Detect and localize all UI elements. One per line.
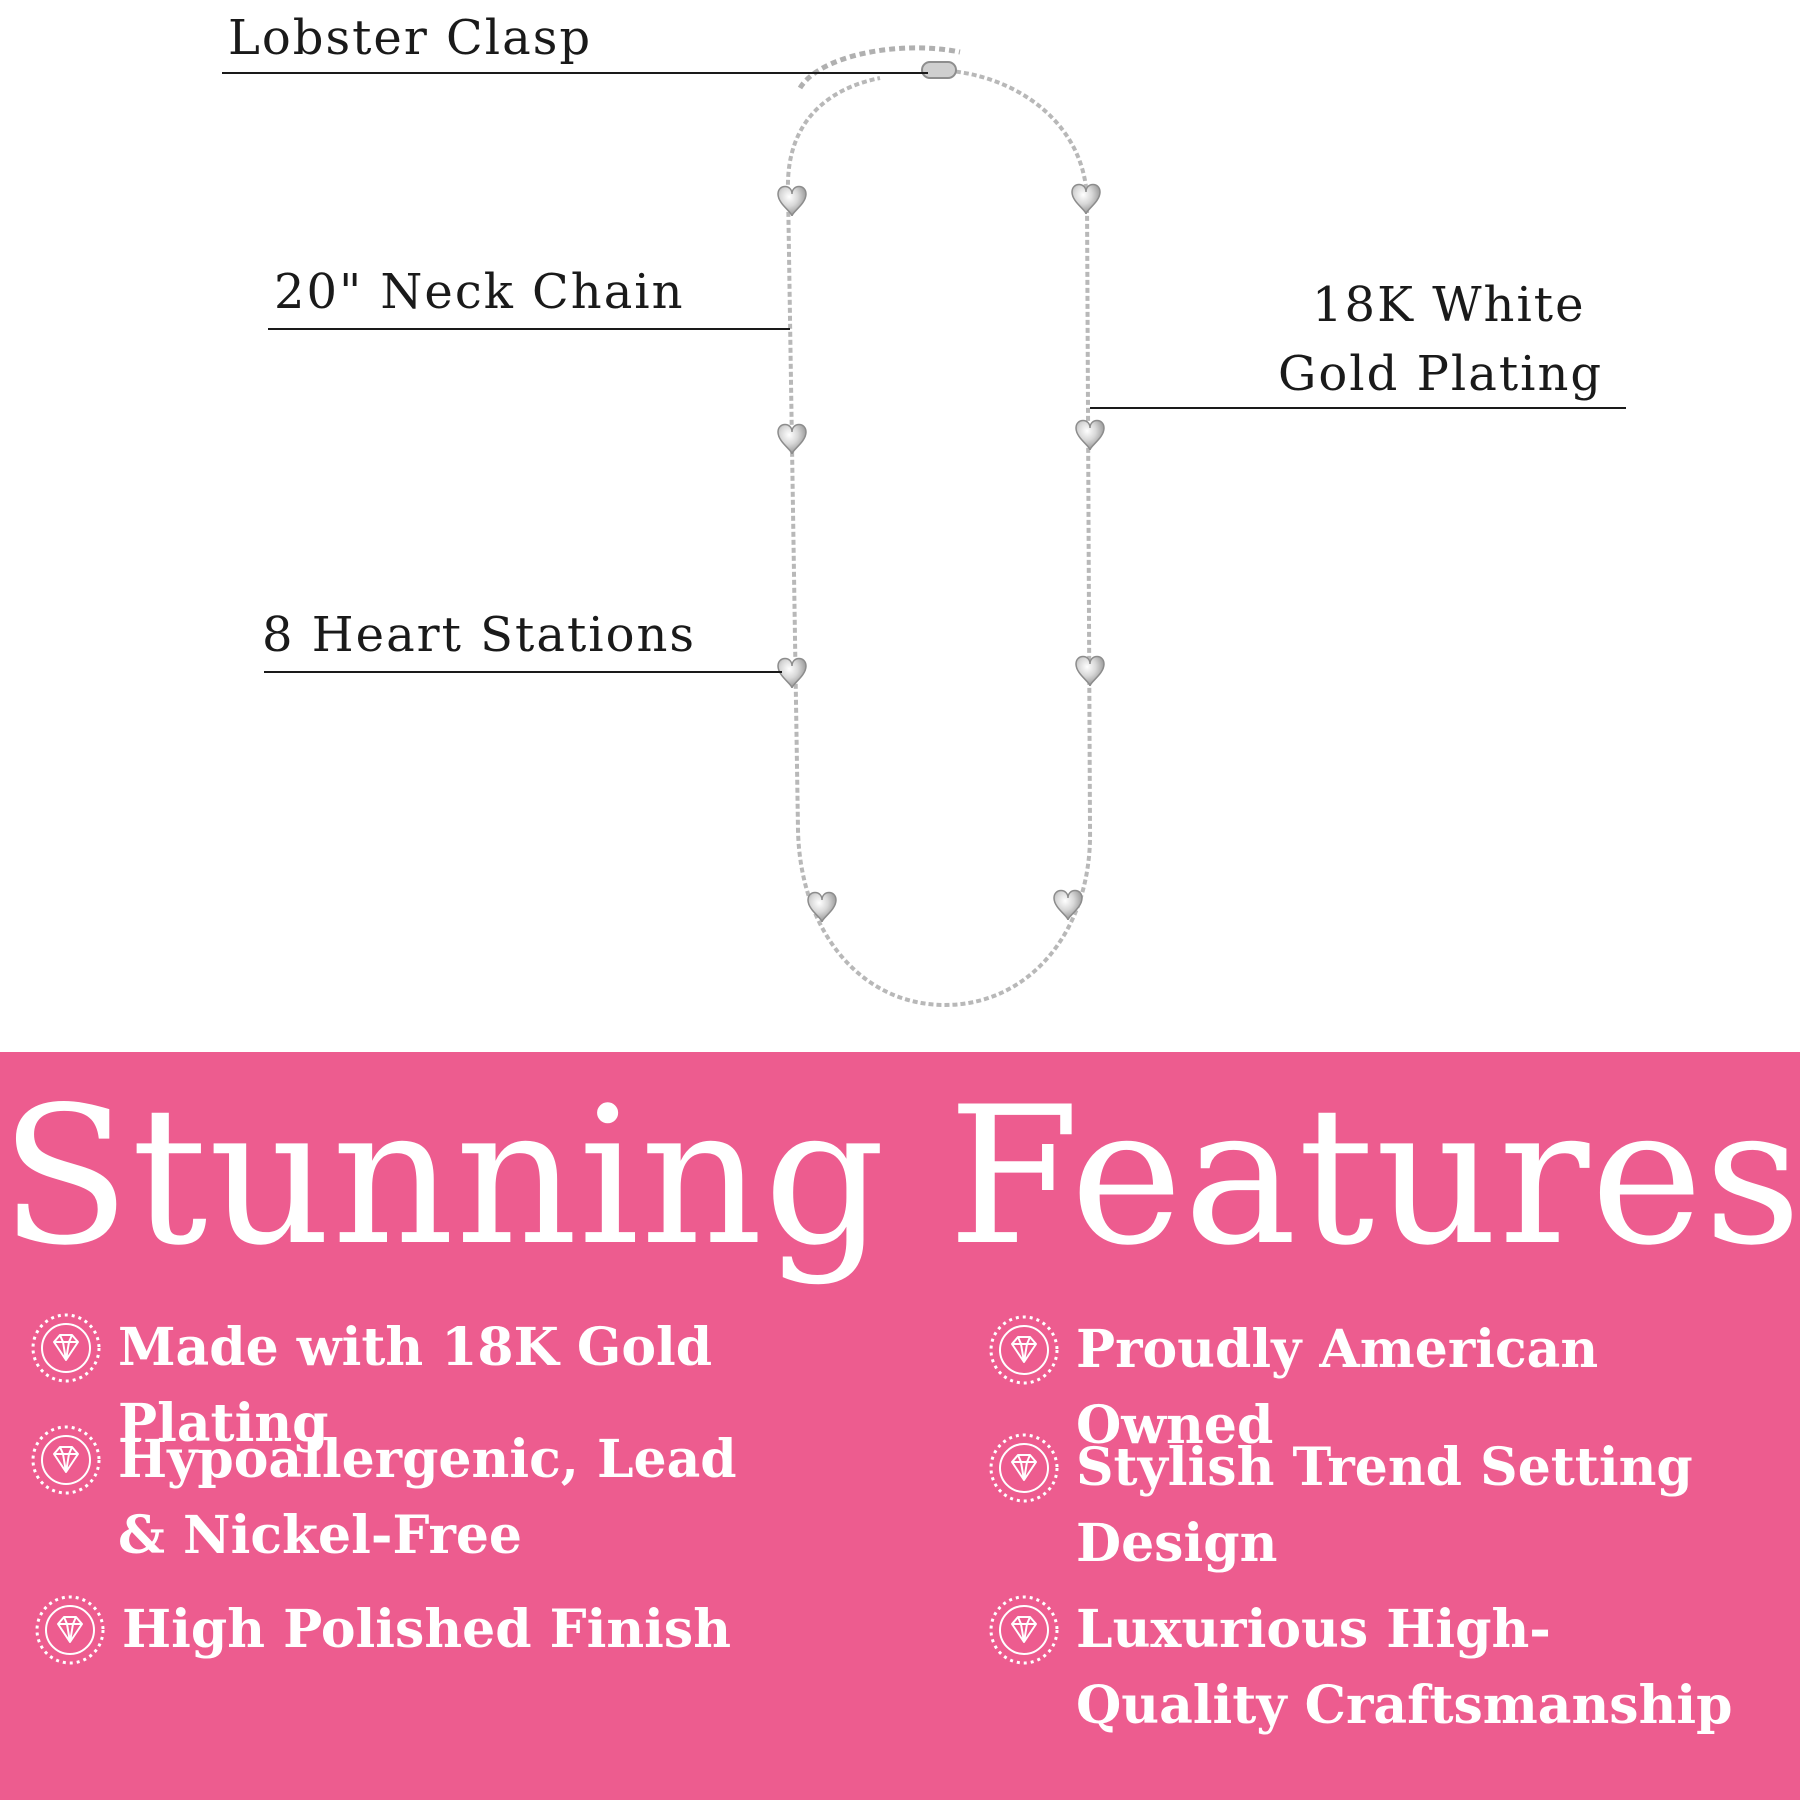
- diamond-icon: [989, 1315, 1059, 1385]
- callout-rule-neck-chain: [268, 328, 790, 330]
- diamond-icon: [35, 1595, 105, 1665]
- feature-item: Proudly American Owned: [988, 1312, 1788, 1464]
- callout-neck-chain: 20" Neck Chain: [274, 264, 685, 320]
- extender-chain: [797, 45, 961, 90]
- heart-station: [807, 891, 837, 923]
- heart-station: [777, 185, 807, 217]
- callout-rule-lobster-clasp: [222, 72, 928, 74]
- feature-item: Luxurious High-Quality Craftsmanship: [988, 1592, 1748, 1744]
- clasp-shape: [921, 61, 957, 79]
- feature-text: Hypoallergenic, Lead & Nickel-Free: [118, 1429, 737, 1566]
- heart-station: [1075, 655, 1105, 687]
- banner-title: Stunning Features: [0, 1066, 1800, 1287]
- heart-station: [777, 657, 807, 689]
- callout-rule-plating: [1090, 407, 1626, 409]
- necklace-image: [777, 45, 1105, 1008]
- product-photo-area: Lobster Clasp 20" Neck Chain 18K White G…: [222, 10, 1626, 1008]
- feature-item: Hypoallergenic, Lead & Nickel-Free: [30, 1422, 790, 1574]
- diamond-icon: [31, 1425, 101, 1495]
- diamond-icon: [989, 1433, 1059, 1503]
- diamond-icon: [989, 1595, 1059, 1665]
- callout-plating-line1: 18K White: [1312, 277, 1586, 333]
- heart-station: [1053, 889, 1083, 921]
- callout-plating-line2: Gold Plating: [1278, 346, 1604, 402]
- feature-text: Proudly American Owned: [1076, 1319, 1599, 1456]
- heart-stations: [777, 183, 1105, 923]
- features-banner: [0, 1052, 1800, 1800]
- callout-rule-heart-stations: [264, 671, 782, 673]
- feature-text: Luxurious High-Quality Craftsmanship: [1076, 1599, 1733, 1736]
- callout-heart-stations: 8 Heart Stations: [262, 607, 697, 663]
- heart-station: [1075, 419, 1105, 451]
- feature-text: Made with 18K Gold Plating: [118, 1317, 713, 1454]
- heart-station: [1071, 183, 1101, 215]
- diamond-icon: [31, 1313, 101, 1383]
- heart-station: [777, 423, 807, 455]
- feature-item: Made with 18K Gold Plating: [30, 1310, 930, 1462]
- chain-loop: [785, 68, 1093, 1008]
- feature-text: High Polished Finish: [122, 1599, 731, 1660]
- feature-text: Stylish Trend Setting Design: [1076, 1437, 1693, 1574]
- callout-lobster-clasp: Lobster Clasp: [228, 10, 593, 66]
- feature-item: High Polished Finish: [34, 1592, 934, 1668]
- feature-item: Stylish Trend Setting Design: [988, 1430, 1708, 1582]
